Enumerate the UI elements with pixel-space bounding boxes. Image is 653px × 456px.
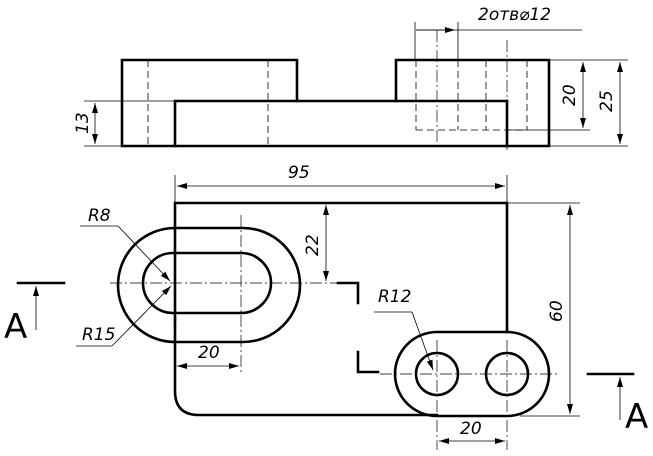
dim-label-slot-20: 20 <box>198 343 220 363</box>
section-label-right: А <box>625 397 648 437</box>
elevation-view: 2отв⌀12 20 25 13 <box>73 5 628 150</box>
section-label-left: А <box>4 307 27 347</box>
dim-label-20: 20 <box>560 84 580 106</box>
holes-label: 2отв⌀12 <box>478 5 551 25</box>
radius-r15: R15 <box>76 285 172 347</box>
elevation-step-line <box>173 99 299 148</box>
dim-label-60: 60 <box>547 300 567 322</box>
dim-base-13: 13 <box>73 100 175 147</box>
dim-label-holes-20: 20 <box>460 419 482 439</box>
dim-22: 22 <box>303 205 329 281</box>
left-slot-inner <box>141 251 273 315</box>
radius-r8: R8 <box>80 206 171 282</box>
dim-height-25: 25 <box>597 62 623 144</box>
dim-slot-20: 20 <box>177 343 239 369</box>
plan-view: 95 60 22 20 20 R8 <box>76 163 580 450</box>
radius-label-r8: R8 <box>88 206 111 226</box>
section-corner-mark <box>336 281 360 305</box>
radius-label-r15: R15 <box>82 325 115 345</box>
radius-r12: R12 <box>374 287 434 371</box>
holes-callout: 2отв⌀12 <box>414 5 582 60</box>
dim-label-13: 13 <box>73 112 93 134</box>
dim-length-95: 95 <box>174 163 508 203</box>
section-corner-mark <box>356 350 380 374</box>
left-slot-outer <box>116 226 302 344</box>
section-marker-left: А <box>4 281 66 347</box>
dim-holes-20: 20 <box>439 419 505 444</box>
plate-bottom-outline <box>173 318 439 417</box>
dim-label-95: 95 <box>288 163 310 183</box>
elevation-outline <box>120 58 551 148</box>
section-marker-right: А <box>586 372 648 437</box>
dim-label-25: 25 <box>597 90 617 112</box>
dim-label-22: 22 <box>303 234 323 256</box>
dim-height-20: 20 <box>507 59 628 147</box>
dim-width-60: 60 <box>507 202 580 417</box>
radius-label-r12: R12 <box>378 287 411 307</box>
